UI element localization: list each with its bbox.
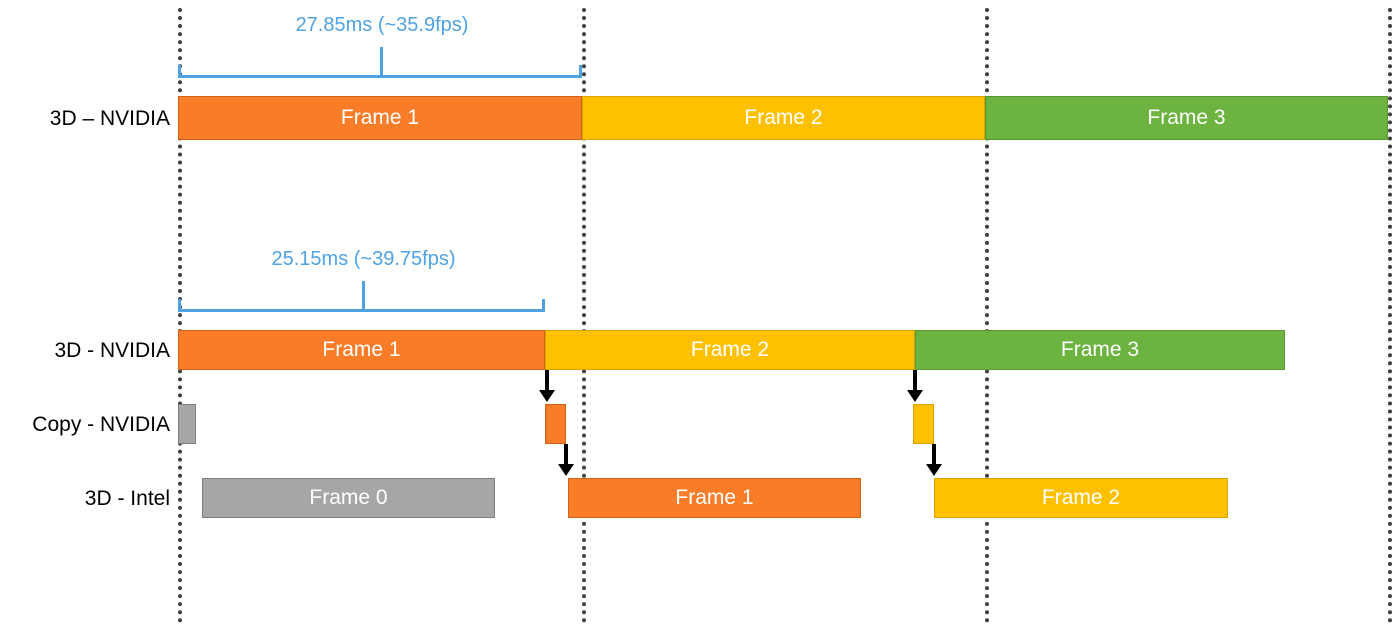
bar-copy-nvidia-frame-1: [545, 404, 566, 444]
bar-label: Frame 3: [1060, 338, 1140, 361]
row-label-copy-nvidia: Copy - NVIDIA: [32, 413, 170, 436]
row-label-3d-intel: 3D - Intel: [84, 487, 170, 510]
bar-label: Frame 1: [340, 106, 420, 129]
arrow-copy-to-intel-1: [564, 444, 568, 466]
measurement-label-nvidia-only: 27.85ms (~35.9fps): [295, 14, 469, 36]
measurement-bracket-hybrid: [178, 296, 545, 312]
bar-label: Frame 2: [1041, 486, 1121, 509]
guide-line-0: [178, 8, 182, 623]
guide-line-2: [985, 8, 989, 623]
bracket-stem: [362, 281, 365, 309]
bar-copy-nvidia-frame-2: [913, 404, 934, 444]
guide-line-3: [1388, 8, 1392, 623]
bar-hybrid-3d-nvidia-frame-1: Frame 1: [178, 330, 545, 370]
bracket-line: [178, 75, 582, 78]
bar-3d-nvidia-frame-1: Frame 1: [178, 96, 582, 140]
row-label-3d-nvidia-only: 3D – NVIDIA: [49, 107, 170, 130]
bracket-tick-left: [178, 299, 181, 312]
arrow-3d-to-copy-2: [913, 370, 917, 392]
arrow-3d-to-copy-1: [545, 370, 549, 392]
row-label-3d-nvidia-hybrid: 3D - NVIDIA: [54, 339, 170, 362]
bracket-tick-right: [542, 299, 545, 312]
bar-3d-intel-frame-2: Frame 2: [934, 478, 1228, 518]
bracket-tick-right: [579, 65, 582, 78]
arrow-copy-to-intel-2: [932, 444, 936, 466]
bar-label: Frame 1: [322, 338, 401, 361]
bar-label: Frame 3: [1147, 106, 1226, 129]
bar-hybrid-3d-nvidia-frame-3: Frame 3: [915, 330, 1285, 370]
bracket-tick-left: [178, 65, 181, 78]
bar-label: Frame 1: [675, 486, 754, 509]
bracket-stem: [380, 47, 383, 75]
bar-label: Frame 0: [309, 486, 388, 509]
bar-hybrid-3d-nvidia-frame-2: Frame 2: [545, 330, 915, 370]
bar-label: Frame 2: [690, 338, 770, 361]
arrowhead-copy-to-intel-1: [558, 464, 574, 476]
arrowhead-3d-to-copy-1: [539, 390, 555, 402]
bar-3d-intel-frame-1: Frame 1: [568, 478, 861, 518]
bar-3d-nvidia-frame-2: Frame 2: [582, 96, 985, 140]
bar-3d-nvidia-frame-3: Frame 3: [985, 96, 1388, 140]
arrowhead-copy-to-intel-2: [926, 464, 942, 476]
bar-3d-intel-frame-0: Frame 0: [202, 478, 495, 518]
arrowhead-3d-to-copy-2: [907, 390, 923, 402]
bracket-line: [178, 309, 545, 312]
measurement-label-hybrid: 25.15ms (~39.75fps): [271, 248, 456, 270]
measurement-bracket-nvidia-only: [178, 62, 582, 78]
bar-copy-nvidia-frame-0: [178, 404, 196, 444]
guide-line-1: [582, 8, 586, 623]
bar-label: Frame 2: [744, 106, 823, 129]
